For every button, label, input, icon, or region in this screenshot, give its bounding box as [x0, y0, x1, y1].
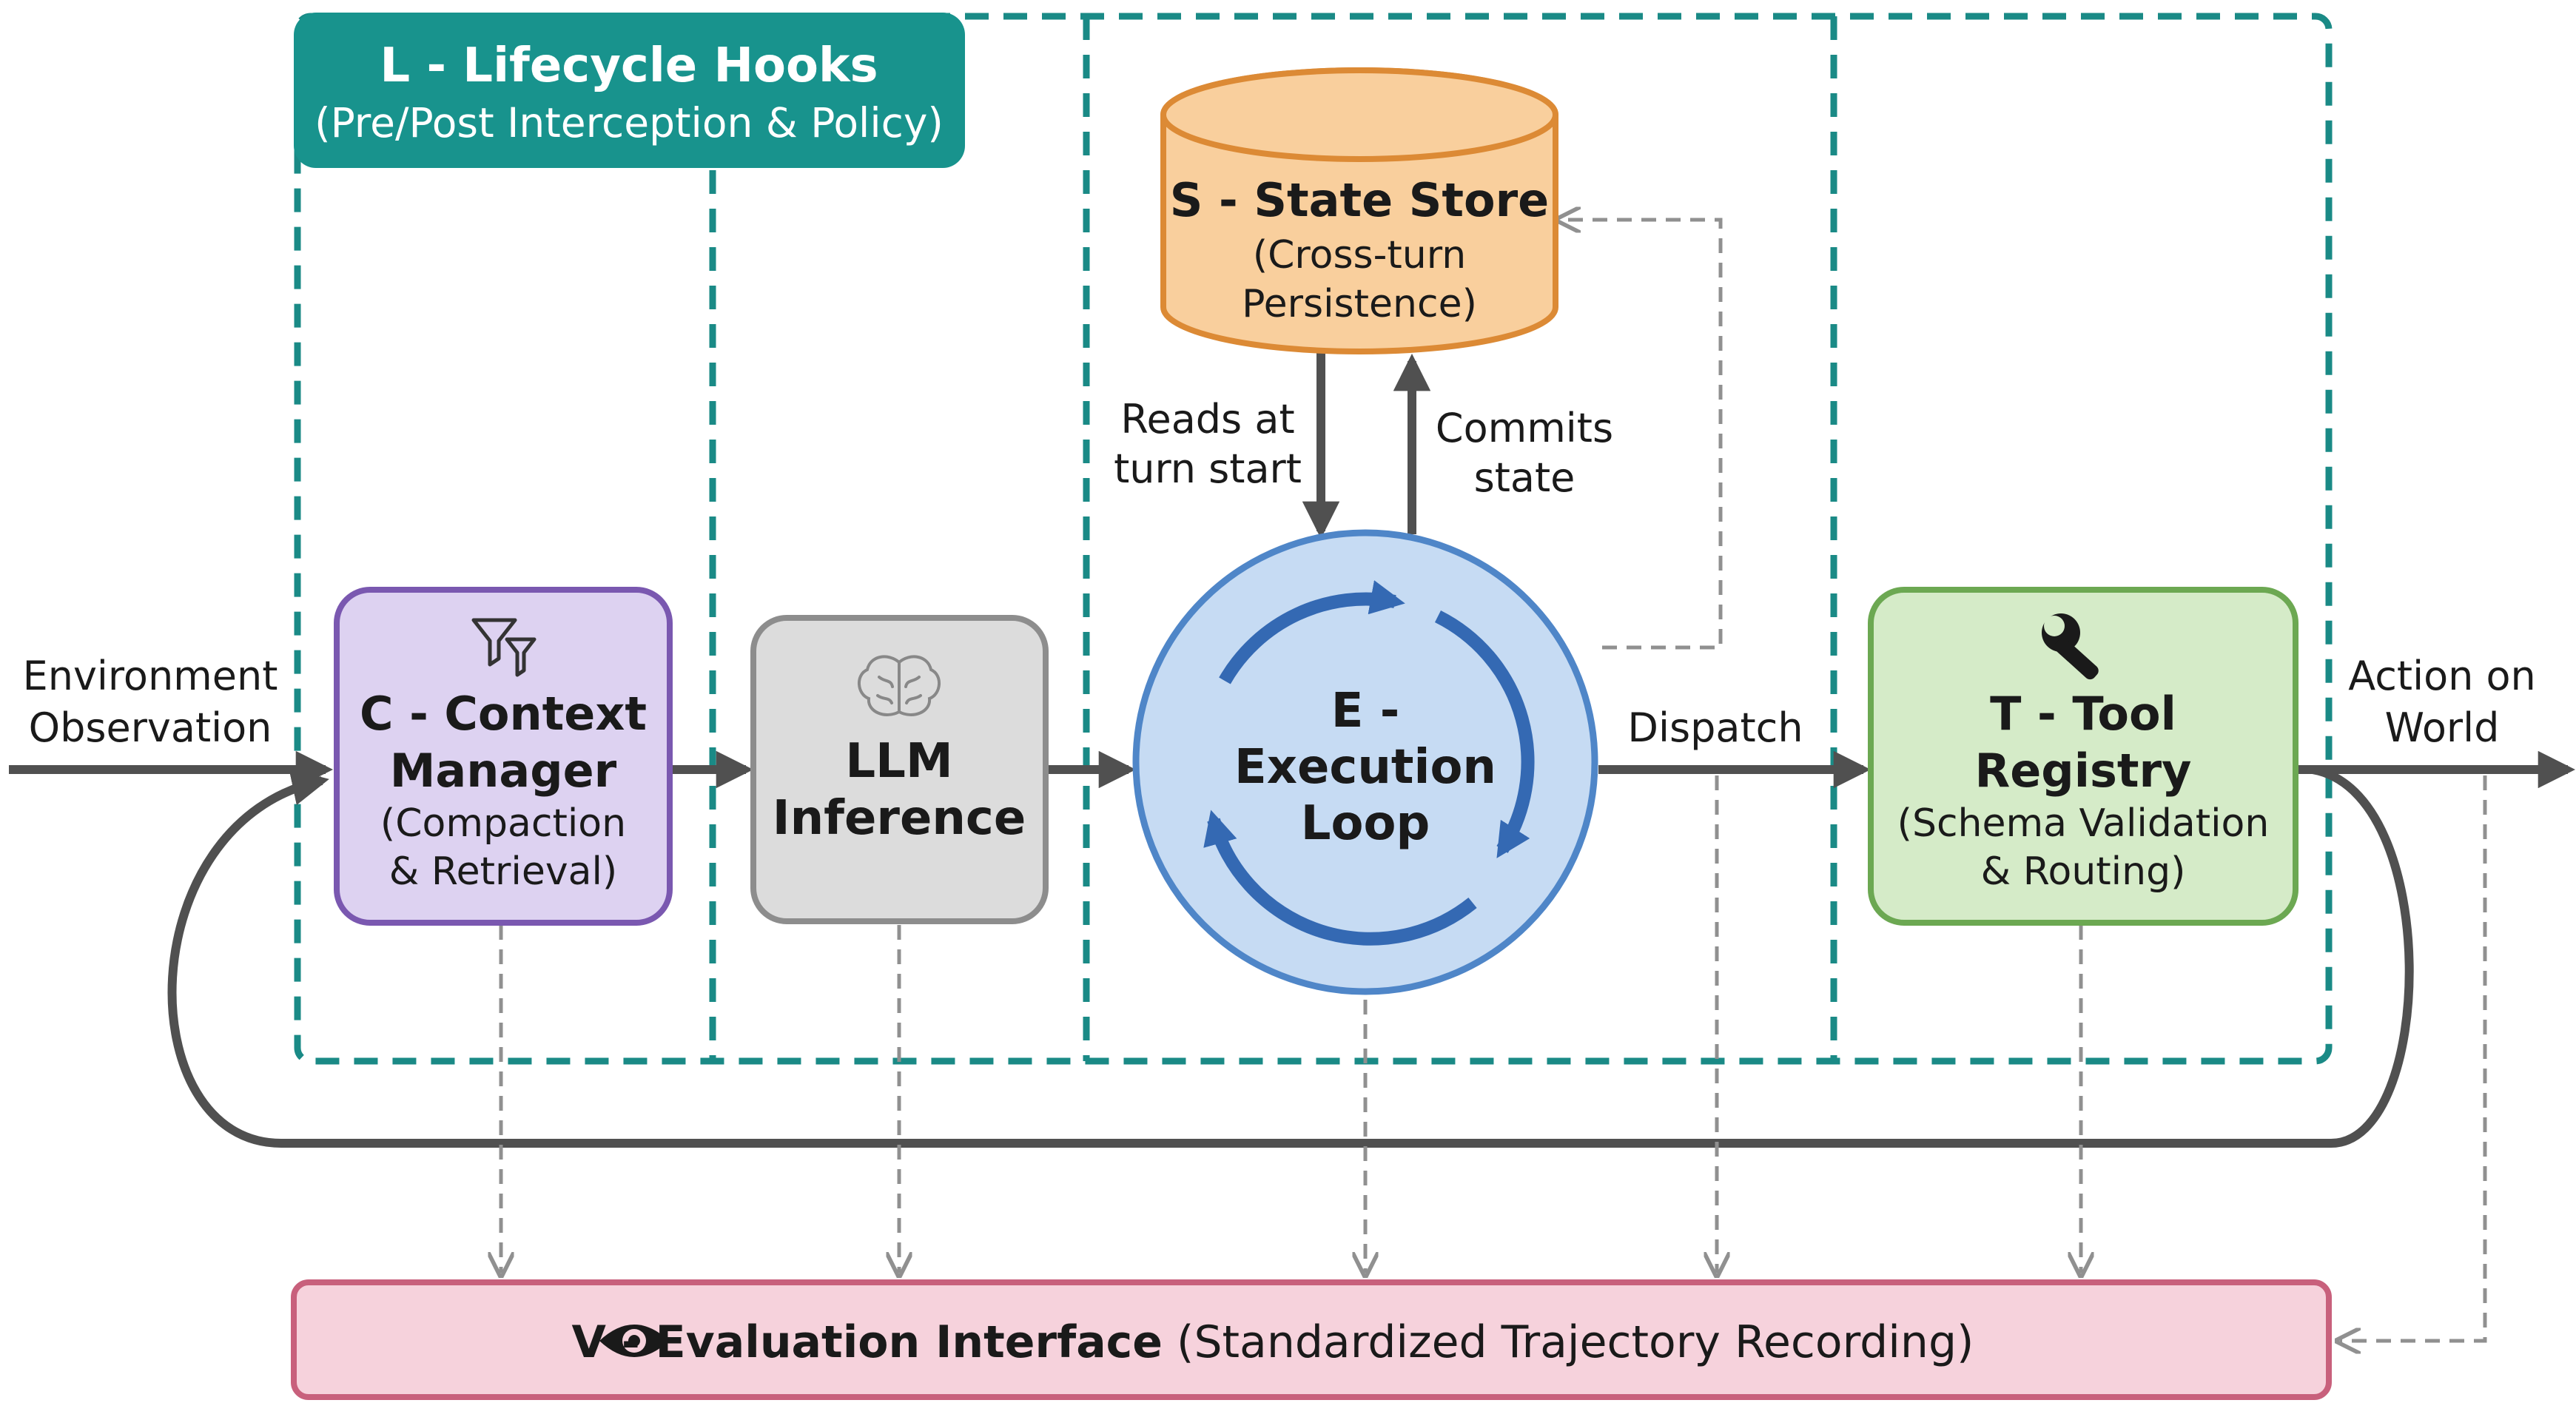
lifecycle-regions [294, 13, 2333, 1065]
eye-icon [599, 1325, 669, 1357]
llm-inference-node: LLM Inference [750, 615, 1049, 924]
evaluation-title: V - Evaluation Interface [572, 1316, 1163, 1368]
context-title-1: C - Context [360, 687, 647, 741]
commits-label-1: Commits [1436, 405, 1613, 451]
context-subtitle-2: & Retrieval) [389, 849, 617, 894]
tool-title-2: Registry [1975, 744, 2192, 798]
state-store-title: S - State Store [1170, 173, 1549, 227]
flow-arrows [9, 344, 2576, 789]
env-observation-label-2: Observation [29, 704, 272, 751]
cycle-arrows-icon [1203, 580, 1535, 946]
brain-icon [858, 655, 941, 716]
execution-loop-node: E - Execution Loop [1132, 529, 1598, 995]
state-store-subtitle-1: (Cross-turn [1253, 233, 1466, 277]
evaluation-label: V - Evaluation Interface (Standardized T… [572, 1316, 1974, 1368]
action-on-world-label-1: Action on [2348, 653, 2536, 699]
context-subtitle-1: (Compaction [380, 801, 626, 846]
exec-title-1: E - [1331, 684, 1400, 738]
lifecycle-subtitle: (Pre/Post Interception & Policy) [315, 99, 944, 147]
dashed-world-to-eval [2340, 775, 2487, 1341]
context-title-2: Manager [390, 744, 617, 798]
env-observation-label-1: Environment [23, 653, 278, 699]
llm-title-1: LLM [845, 734, 952, 789]
tool-title-1: T - Tool [1990, 687, 2176, 741]
context-manager-node: C - Context Manager (Compaction & Retrie… [334, 587, 673, 926]
action-on-world-label-2: World [2385, 704, 2500, 751]
reads-label-1: Reads at [1120, 396, 1294, 443]
tool-subtitle-1: (Schema Validation [1897, 801, 2270, 846]
evaluation-subtitle: (Standardized Trajectory Recording) [1177, 1316, 1974, 1368]
recording-arrows [501, 220, 2487, 1341]
lifecycle-hooks-header: L - Lifecycle Hooks (Pre/Post Intercepti… [294, 13, 965, 168]
exec-title-3: Loop [1301, 796, 1430, 851]
lifecycle-title: L - Lifecycle Hooks [380, 38, 878, 93]
filter-icon [471, 618, 537, 677]
tool-registry-node: T - Tool Registry (Schema Validation & R… [1868, 587, 2298, 926]
exec-title-2: Execution [1234, 740, 1496, 795]
state-store-node: S - State Store (Cross-turn Persistence) [1160, 67, 1558, 354]
commits-label-2: state [1474, 454, 1575, 501]
tool-subtitle-2: & Routing) [1981, 849, 2186, 894]
dashed-exec-to-state [1560, 220, 1723, 650]
evaluation-interface-node: V - Evaluation Interface (Standardized T… [291, 1279, 2332, 1400]
llm-title-2: Inference [773, 791, 1026, 846]
loop-back-arrow [167, 765, 2414, 1148]
wrench-icon [2042, 613, 2099, 680]
lifecycle-region-outer [294, 13, 2333, 1065]
state-store-subtitle-2: Persistence) [1242, 282, 1477, 326]
reads-label-2: turn start [1114, 445, 1302, 492]
dispatch-label: Dispatch [1627, 704, 1803, 751]
